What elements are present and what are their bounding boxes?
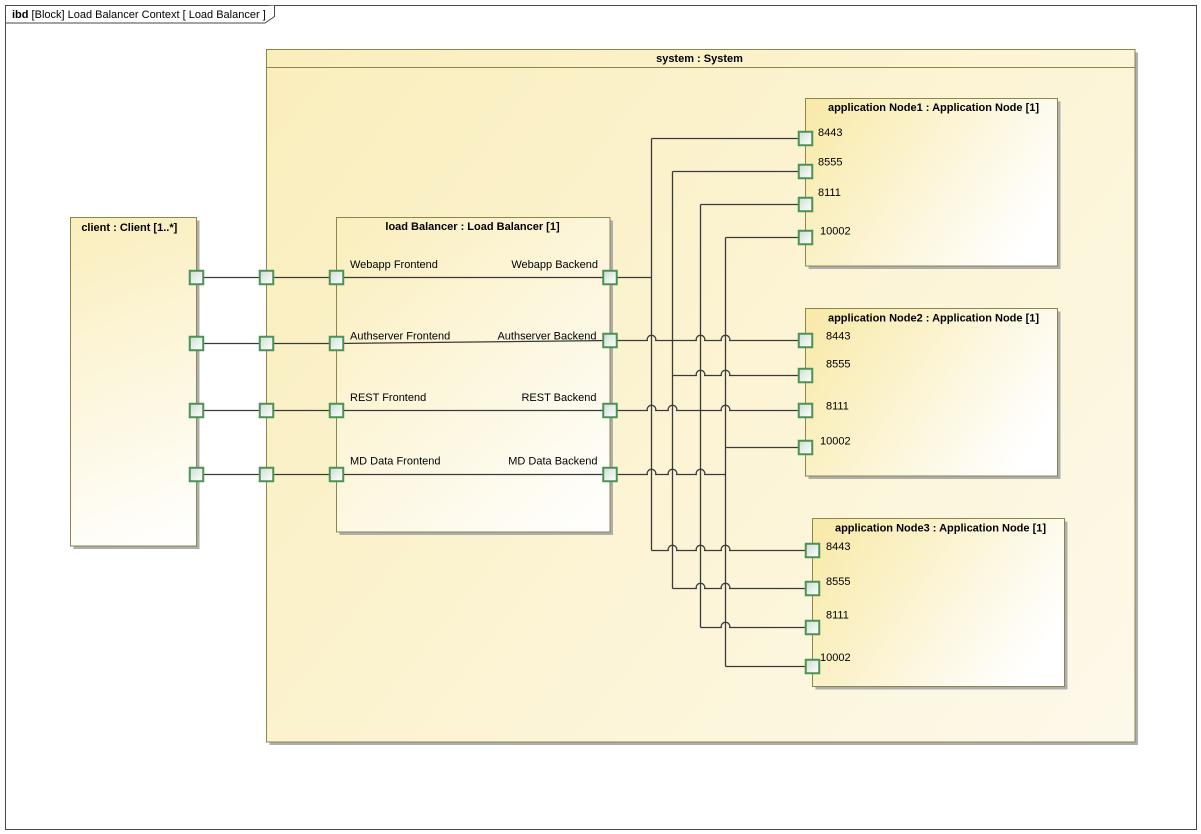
svg-text:10002: 10002	[820, 226, 851, 238]
svg-text:system : System: system : System	[656, 53, 743, 65]
svg-text:MD Data Backend: MD Data Backend	[508, 456, 597, 468]
svg-text:load Balancer : Load Balancer: load Balancer : Load Balancer [1]	[385, 221, 560, 233]
svg-text:Authserver Backend: Authserver Backend	[497, 331, 596, 343]
svg-text:8111: 8111	[818, 187, 841, 199]
svg-text:REST Frontend: REST Frontend	[350, 392, 426, 404]
svg-text:10002: 10002	[820, 436, 851, 448]
svg-text:Authserver Frontend: Authserver Frontend	[350, 331, 450, 343]
svg-text:8555: 8555	[826, 359, 850, 371]
svg-text:8443: 8443	[826, 541, 850, 553]
svg-text:Webapp Frontend: Webapp Frontend	[350, 259, 438, 271]
svg-text:REST Backend: REST Backend	[521, 392, 596, 404]
svg-text:8555: 8555	[818, 157, 842, 169]
svg-text:8443: 8443	[826, 331, 850, 343]
svg-text:8111: 8111	[826, 401, 849, 413]
svg-text:8111: 8111	[826, 610, 849, 622]
svg-text:ibd [Block] Load Balancer Cont: ibd [Block] Load Balancer Context [ Load…	[12, 9, 266, 21]
svg-text:client : Client [1..*]: client : Client [1..*]	[81, 222, 177, 234]
svg-text:application Node1 : Applicatio: application Node1 : Application Node [1]	[828, 102, 1039, 114]
svg-text:8443: 8443	[818, 127, 842, 139]
svg-text:application Node2 : Applicatio: application Node2 : Application Node [1]	[828, 313, 1039, 325]
svg-text:Webapp Backend: Webapp Backend	[511, 259, 598, 271]
svg-text:8555: 8555	[826, 576, 850, 588]
svg-text:MD Data Frontend: MD Data Frontend	[350, 456, 440, 468]
svg-text:10002: 10002	[820, 652, 851, 664]
svg-text:application Node3 : Applicatio: application Node3 : Application Node [1]	[835, 523, 1046, 535]
